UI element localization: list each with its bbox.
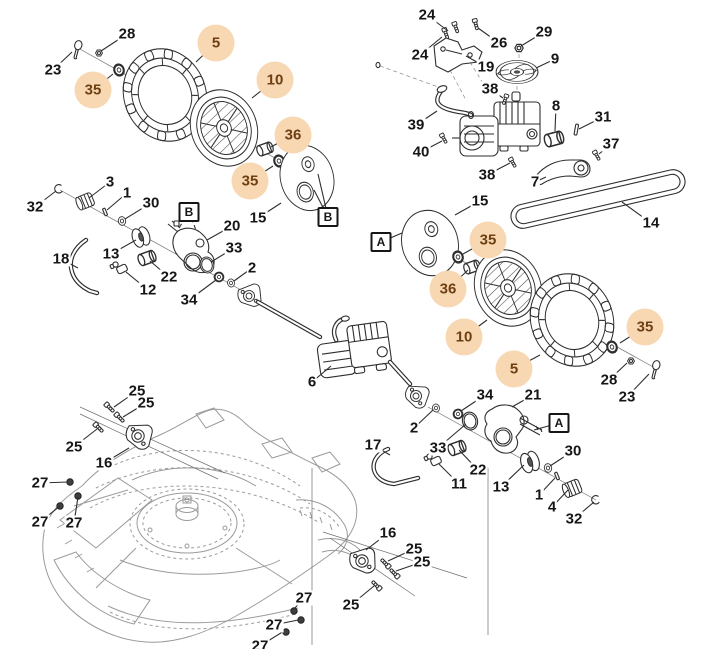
part-callout-13-15: 13 bbox=[101, 245, 121, 263]
part-callout-25-70: 25 bbox=[341, 596, 361, 614]
part-callout-25-60: 25 bbox=[127, 382, 147, 400]
part-callout-27-73: 27 bbox=[250, 638, 270, 649]
part-callout-27-65: 27 bbox=[30, 513, 50, 531]
part-callout-21-48: 21 bbox=[523, 386, 543, 404]
shift-cluster-right bbox=[371, 402, 600, 505]
part-callout-35-2[interactable]: 35 bbox=[74, 71, 112, 109]
part-callout-39-32: 39 bbox=[406, 116, 426, 134]
fan-pulley-9 bbox=[495, 60, 539, 84]
part-callout-15-38: 15 bbox=[470, 192, 490, 210]
drive-belt-14 bbox=[510, 169, 686, 229]
part-callout-27-66: 27 bbox=[64, 514, 84, 532]
part-callout-40-34: 40 bbox=[411, 143, 431, 161]
part-callout-16-67: 16 bbox=[378, 524, 398, 542]
part-callout-5-3[interactable]: 5 bbox=[197, 24, 235, 62]
part-callout-36-41[interactable]: 36 bbox=[429, 270, 467, 308]
part-callout-27-71: 27 bbox=[294, 589, 314, 607]
transmission-group bbox=[375, 17, 686, 229]
part-callout-33-51: 33 bbox=[428, 439, 448, 457]
part-callout-22-53: 22 bbox=[468, 461, 488, 479]
part-callout-16-63: 16 bbox=[94, 454, 114, 472]
part-callout-37-33: 37 bbox=[601, 135, 621, 153]
part-callout-15-7: 15 bbox=[248, 209, 268, 227]
shift-cluster-left bbox=[54, 184, 236, 296]
part-callout-33-16: 33 bbox=[224, 239, 244, 257]
part-callout-5-43[interactable]: 5 bbox=[495, 350, 533, 388]
part-callout-26-24: 26 bbox=[489, 34, 509, 52]
part-callout-19-27: 19 bbox=[476, 58, 496, 76]
part-callout-22-18: 22 bbox=[159, 268, 179, 286]
pin-31 bbox=[573, 123, 580, 136]
part-callout-7-36: 7 bbox=[529, 173, 541, 191]
part-callout-10-4[interactable]: 10 bbox=[256, 61, 294, 99]
assembly-ref-A-39: A bbox=[370, 232, 392, 252]
part-callout-1-57: 1 bbox=[533, 486, 545, 504]
part-callout-30-56: 30 bbox=[563, 442, 583, 460]
part-callout-23-46: 23 bbox=[617, 388, 637, 406]
part-callout-17-52: 17 bbox=[363, 436, 383, 454]
part-callout-3-10: 3 bbox=[104, 173, 116, 191]
assembly-ref-B-8: B bbox=[317, 207, 339, 227]
part-callout-35-44[interactable]: 35 bbox=[626, 308, 664, 346]
part-callout-36-5[interactable]: 36 bbox=[274, 116, 312, 154]
part-callout-25-62: 25 bbox=[64, 438, 84, 456]
part-callout-18-17: 18 bbox=[51, 250, 71, 268]
part-callout-8-30: 8 bbox=[550, 97, 562, 115]
part-callout-11-54: 11 bbox=[450, 475, 468, 493]
part-callout-30-12: 30 bbox=[141, 194, 161, 212]
bracket-19 bbox=[433, 37, 483, 73]
part-callout-24-26: 24 bbox=[410, 46, 430, 64]
part-callout-35-6[interactable]: 35 bbox=[231, 162, 269, 200]
part-callout-13-55: 13 bbox=[491, 478, 511, 496]
part-callout-14-37: 14 bbox=[641, 214, 661, 232]
part-callout-34-21: 34 bbox=[179, 291, 199, 309]
part-callout-27-64: 27 bbox=[30, 474, 50, 492]
arm-7 bbox=[534, 159, 591, 185]
part-callout-32-59: 32 bbox=[564, 510, 584, 528]
part-callout-24-23: 24 bbox=[417, 6, 437, 24]
part-callout-32-9: 32 bbox=[25, 198, 45, 216]
part-callout-4-58: 4 bbox=[546, 498, 558, 516]
part-callout-34-47: 34 bbox=[475, 386, 495, 404]
part-callout-25-61: 25 bbox=[136, 394, 156, 412]
part-callout-27-72: 27 bbox=[264, 616, 284, 634]
bracket-21 bbox=[484, 404, 543, 454]
gearbox-upper bbox=[452, 91, 541, 157]
part-callout-20-14: 20 bbox=[222, 217, 242, 235]
part-callout-28-1: 28 bbox=[117, 25, 137, 43]
part-callout-23-0: 23 bbox=[43, 61, 63, 79]
part-callout-1-11: 1 bbox=[121, 184, 133, 202]
part-callout-35-40[interactable]: 35 bbox=[469, 221, 507, 259]
tube-39-flange bbox=[436, 85, 448, 93]
part-callout-25-68: 25 bbox=[404, 540, 424, 558]
part-callout-25-69: 25 bbox=[412, 553, 432, 571]
part-callout-38-35: 38 bbox=[477, 166, 497, 184]
part-callout-10-42[interactable]: 10 bbox=[445, 318, 483, 356]
part-callout-9-28: 9 bbox=[549, 50, 561, 68]
part-callout-29-25: 29 bbox=[534, 23, 554, 41]
part-callout-6-22: 6 bbox=[306, 373, 318, 391]
part-callout-31-31: 31 bbox=[593, 108, 613, 126]
assembly-ref-B-13: B bbox=[178, 202, 200, 222]
part-callout-28-45: 28 bbox=[599, 371, 619, 389]
part-callout-2-19: 2 bbox=[246, 259, 258, 277]
part-callout-38-29: 38 bbox=[480, 80, 500, 98]
axle-gearbox-6 bbox=[235, 282, 431, 411]
part-callout-12-20: 12 bbox=[138, 281, 158, 299]
assembly-ref-A-49: A bbox=[548, 413, 570, 433]
part-callout-2-50: 2 bbox=[408, 419, 420, 437]
gearbox-6 bbox=[316, 315, 392, 379]
